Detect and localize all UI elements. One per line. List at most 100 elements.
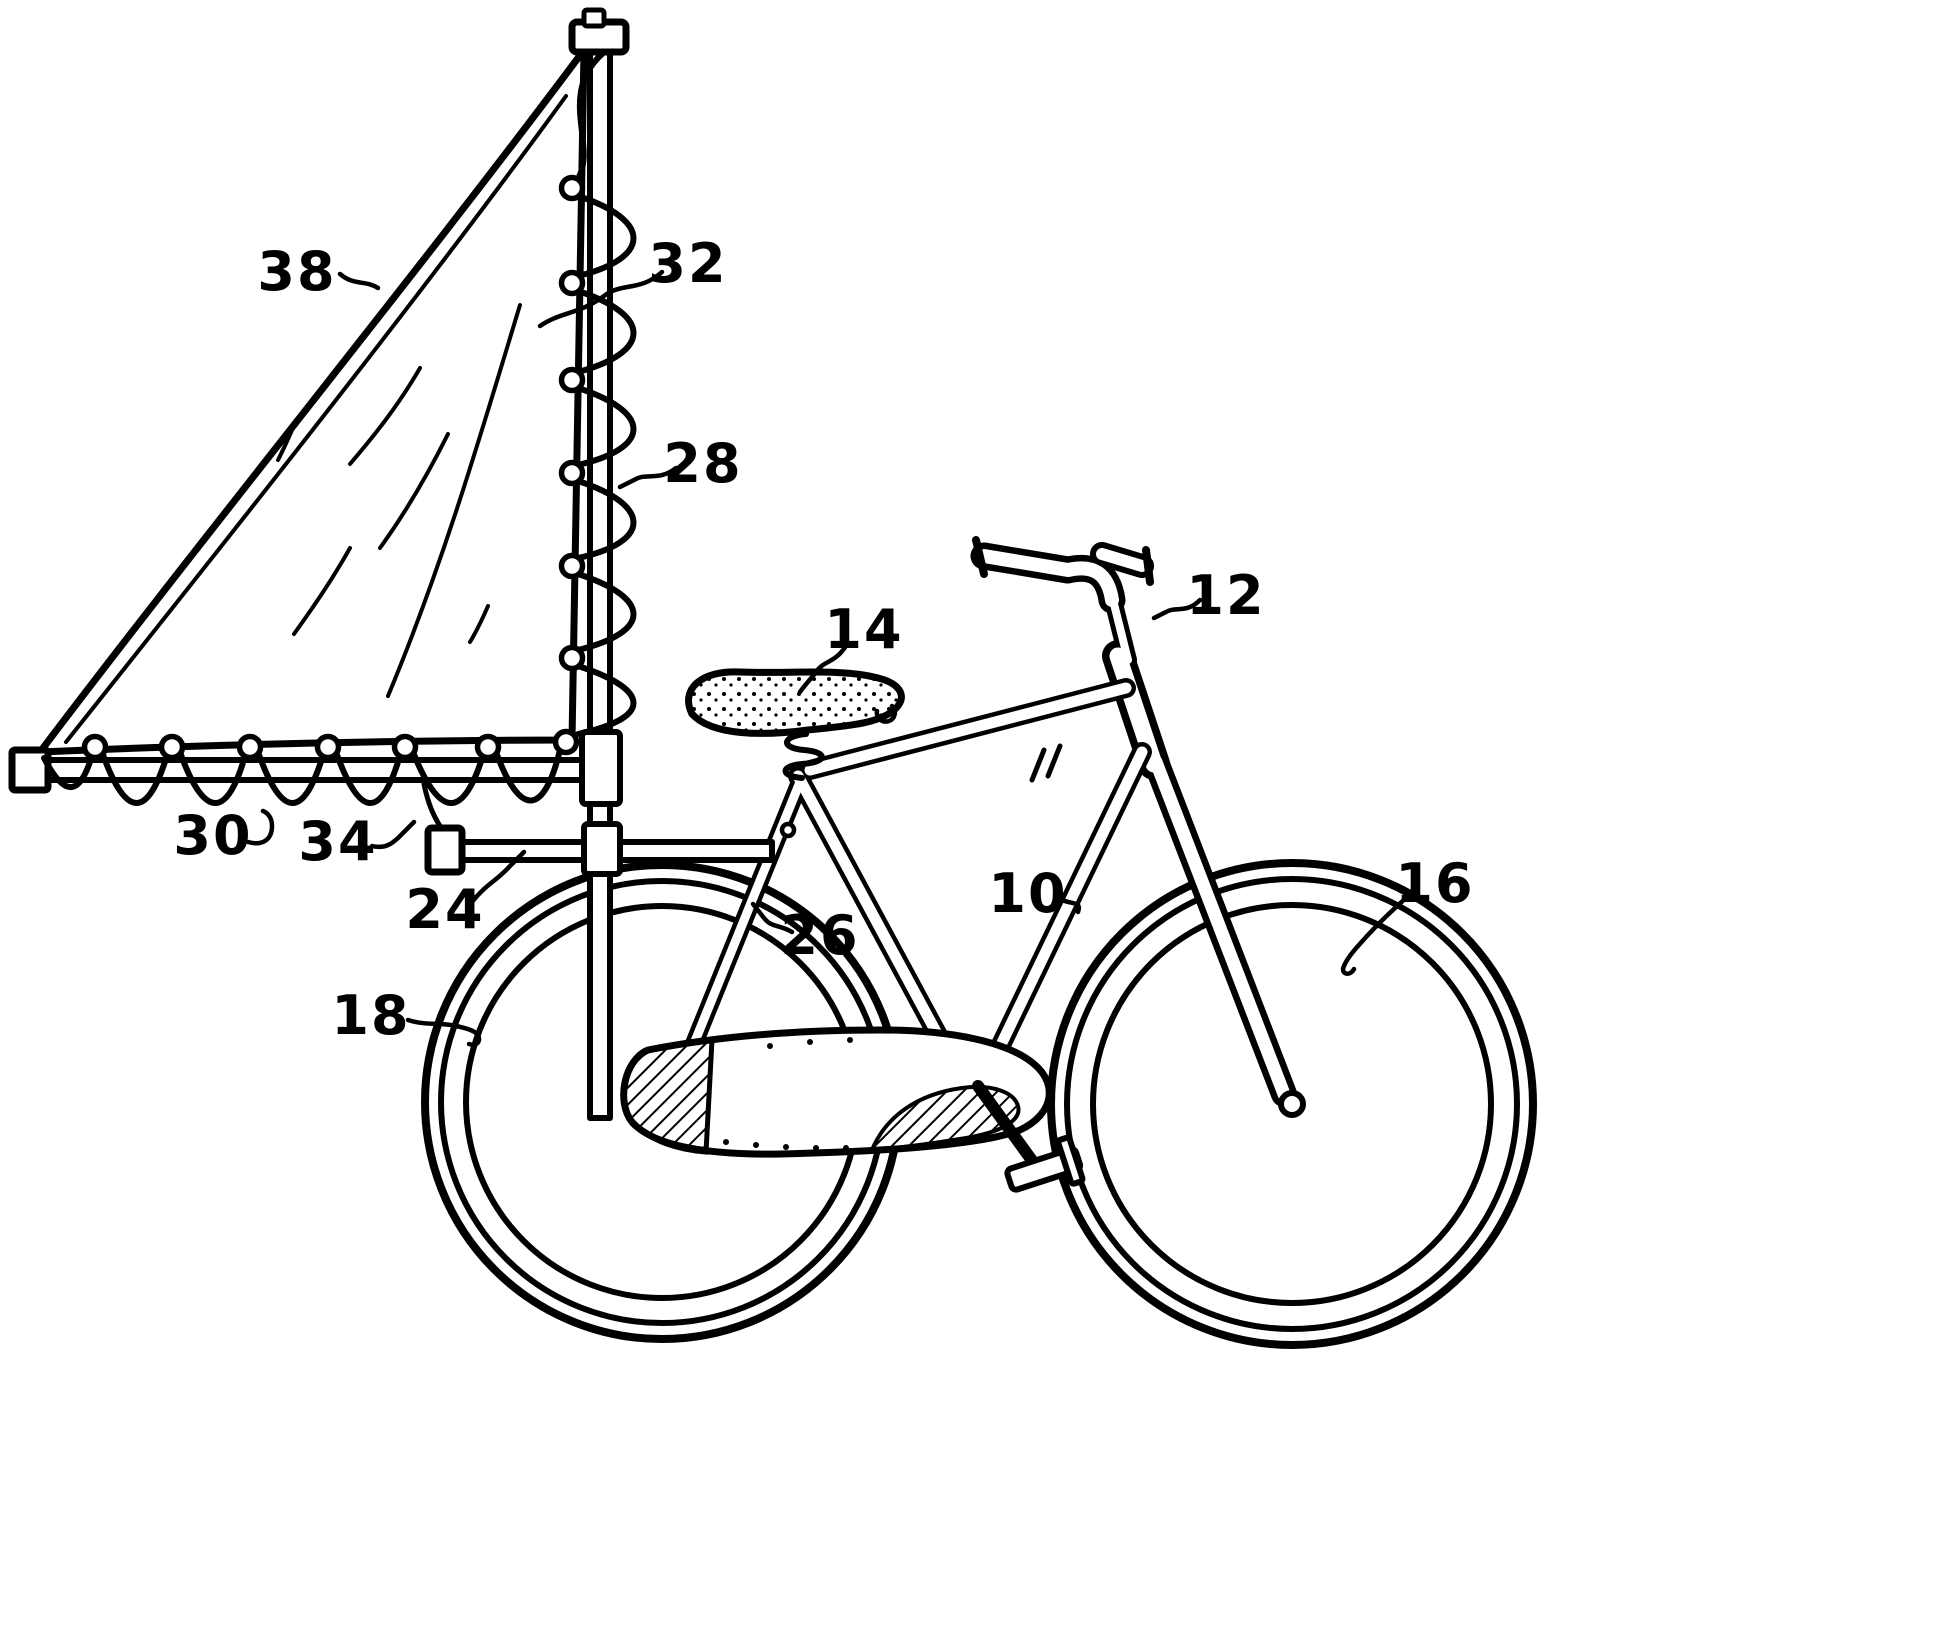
luff-lacing-segment: [575, 193, 637, 279]
label-38: 38: [257, 240, 381, 303]
grommet: [391, 733, 419, 761]
label-32: 32: [537, 232, 727, 329]
ref-numeral-18: 18: [331, 984, 410, 1047]
fork-blade-core: [1149, 755, 1291, 1101]
luff-lacing-segment: [575, 663, 637, 737]
ref-numeral-10: 10: [988, 862, 1067, 925]
grommet: [558, 269, 586, 297]
leader-line: [797, 643, 849, 695]
pedal-end-bar: [1055, 1134, 1086, 1187]
down-tube-core: [979, 746, 1148, 1084]
stem-core: [1108, 592, 1132, 664]
label-18: 18: [331, 984, 482, 1047]
luff-lacing-segment: [575, 385, 637, 468]
chain-guard: [620, 1026, 1053, 1158]
grommet: [552, 728, 580, 756]
saddle-texture: [688, 671, 902, 734]
sail-fold-line: [348, 366, 422, 466]
saddle-spring: [782, 731, 825, 781]
front-wheel: [1047, 859, 1537, 1349]
front-tire-inner: [1064, 876, 1520, 1332]
foot-lacing-segment: [493, 747, 563, 804]
sail-leech-hem-line: [64, 94, 568, 744]
sail-fold-line: [292, 546, 352, 636]
foot-lacing-segment: [333, 749, 404, 806]
sail-grommets: [81, 174, 586, 761]
leader-line: [337, 271, 381, 291]
ref-numeral-32: 32: [648, 232, 727, 295]
label-14: 14: [797, 598, 903, 695]
ref-numeral-30: 30: [173, 804, 252, 867]
boom-and-strut: [8, 729, 775, 877]
sail-fold-line: [468, 604, 490, 644]
foot-lacing-segment: [410, 749, 487, 806]
leader-line: [369, 819, 417, 850]
handlebar-core: [977, 549, 1119, 607]
grommet: [558, 366, 586, 394]
crank-and-pedal: [972, 1080, 1086, 1193]
label-24: 24: [405, 849, 527, 941]
far-grip-core: [1096, 548, 1148, 572]
front-hub: [1278, 1090, 1306, 1118]
grommet: [558, 644, 586, 672]
ref-numeral-26: 26: [780, 904, 859, 967]
sail-fold-line: [378, 432, 450, 550]
label-12: 12: [1151, 564, 1265, 627]
lacing-rope: [41, 51, 637, 806]
label-34: 34: [298, 810, 417, 873]
sail-fold-line: [386, 303, 522, 698]
label-10: 10: [988, 862, 1082, 925]
sail-body: [36, 46, 588, 756]
chain-guard-rear-hatch: [868, 1085, 1021, 1153]
leader-line: [750, 901, 795, 935]
grip-end-cap: [972, 536, 988, 578]
ref-numeral-28: 28: [663, 432, 742, 495]
grommet: [558, 459, 586, 487]
grommet: [474, 733, 502, 761]
luff-lacing-segment: [575, 478, 637, 561]
reference-labels: 38 32 28 14 12 30 34 24: [173, 232, 1473, 1047]
ref-numeral-38: 38: [257, 240, 336, 303]
label-28: 28: [617, 432, 742, 495]
leader-line: [617, 465, 679, 490]
grommet: [236, 733, 264, 761]
front-tire-outer: [1047, 859, 1537, 1349]
label-30: 30: [173, 804, 275, 867]
grommet: [314, 733, 342, 761]
chain-guard-rivets: [723, 1037, 853, 1151]
foot-lacing-segment: [41, 753, 95, 790]
top-tube-core: [804, 682, 1132, 776]
ref-numeral-24: 24: [405, 878, 484, 941]
mast-strut-clamp: [581, 821, 623, 877]
leader-line: [1151, 597, 1203, 621]
foot-lacing-segment: [255, 749, 327, 806]
grommet: [558, 552, 586, 580]
luff-lacing-segment: [575, 571, 637, 653]
mast-boom-sleeve: [579, 729, 623, 807]
strut-end-block: [424, 824, 466, 876]
top-tube-hash-mark: [1045, 743, 1063, 779]
leader-line: [469, 849, 527, 905]
luff-lacing-segment: [573, 51, 605, 185]
grommet: [558, 174, 586, 202]
leader-line: [537, 269, 665, 329]
grommet: [81, 733, 109, 761]
ref-numeral-34: 34: [298, 810, 377, 873]
leader-line: [1340, 895, 1409, 976]
label-16: 16: [1340, 852, 1473, 976]
ref-numeral-12: 12: [1186, 564, 1265, 627]
top-tube-hash-mark: [1029, 747, 1047, 783]
leader-line: [405, 1017, 482, 1047]
mast-top-fitting: [581, 7, 607, 29]
pedal: [1004, 1134, 1086, 1193]
crank-arm: [972, 1080, 1042, 1172]
sail-fold-line: [276, 418, 298, 462]
ref-numeral-14: 14: [824, 598, 903, 661]
foot-lacing-segment: [99, 749, 171, 806]
saddle-nose-curl: [874, 703, 898, 724]
saddle: [685, 668, 905, 781]
sail: [36, 46, 588, 756]
foot-lacing-segment: [177, 749, 249, 806]
